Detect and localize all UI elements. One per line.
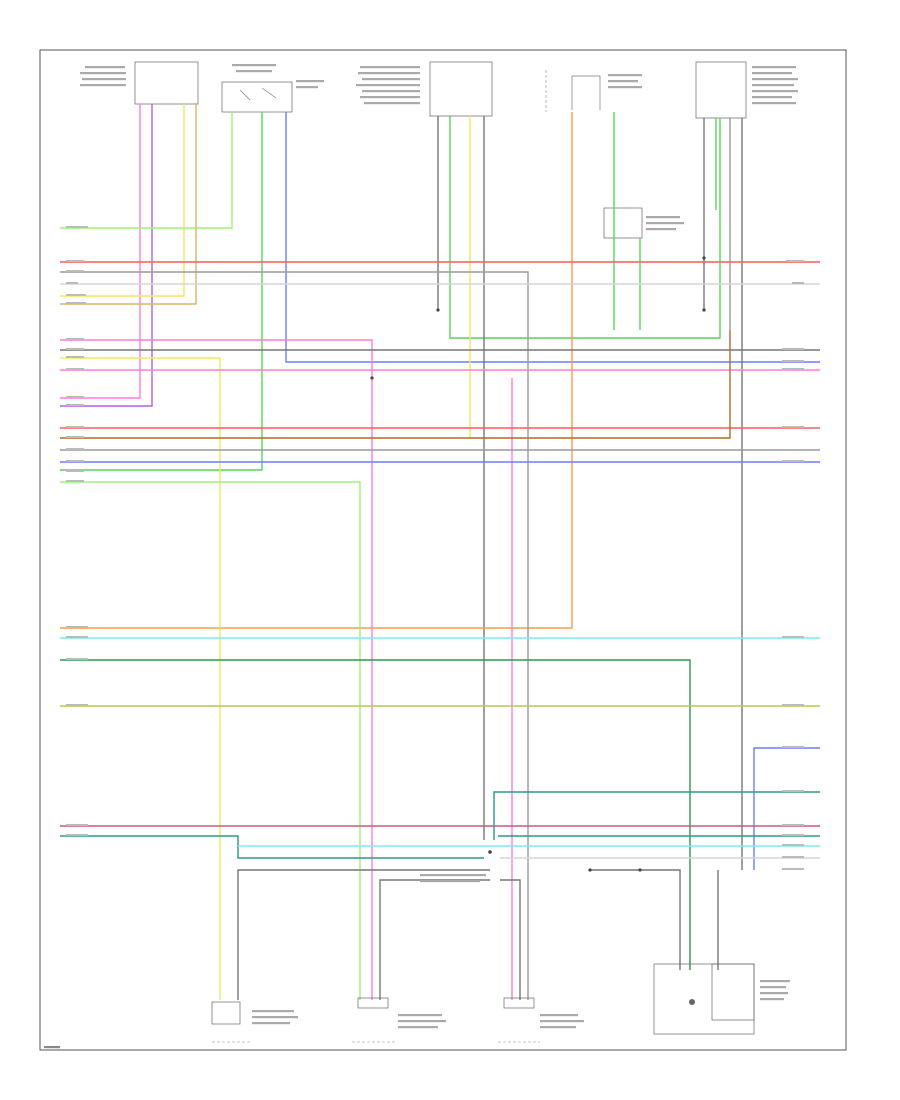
wire-brown-bus-3	[60, 330, 731, 439]
wire-teal-bus-6	[60, 835, 484, 859]
component-label-top-left	[80, 66, 126, 87]
connector-top-left	[80, 61, 199, 105]
switch-component	[221, 64, 324, 113]
wire-teal-bus-5	[493, 791, 820, 840]
wire-tags-left	[66, 226, 88, 836]
wire-dark-sensor-3	[500, 879, 521, 1000]
wire-purple-drop	[60, 104, 153, 407]
wire-green-center	[449, 116, 721, 339]
wire-dark-sensor-1	[237, 869, 490, 1000]
wire-yellow-bus-2	[60, 357, 221, 1000]
sensor-left	[211, 1001, 298, 1043]
wire-blue-bus-5	[753, 747, 820, 870]
splice-box-center	[420, 874, 486, 883]
wire-yellow-drop-a	[60, 104, 185, 297]
wire-dark-sensor-2	[379, 879, 490, 1000]
wire-grey-bus-1	[60, 271, 529, 1000]
wire-pink-drop	[60, 104, 141, 399]
connector-top-right	[695, 61, 798, 119]
wire-darkgreen-bus-4	[60, 659, 691, 970]
wire-green-switch	[60, 112, 263, 471]
figure-tag	[44, 1046, 60, 1049]
wire-pink-bus-2	[60, 339, 373, 1000]
diagram-frame	[39, 49, 847, 1051]
relay-box-mid	[603, 207, 684, 239]
sensor-right	[498, 997, 584, 1043]
sensor-middle	[352, 997, 446, 1043]
wire-tan-drop	[60, 104, 197, 305]
wire-blue-switch	[285, 112, 820, 363]
module-top-center	[356, 61, 493, 117]
wire-lightgreen-switch	[60, 112, 233, 229]
wire-lightgreen-bus-3	[60, 481, 361, 1000]
wire-tags-right	[782, 260, 804, 870]
relay-top	[571, 74, 642, 110]
splice-points	[370, 256, 706, 872]
wire-dark-ground	[590, 869, 681, 970]
fuel-pump-module	[653, 963, 790, 1035]
